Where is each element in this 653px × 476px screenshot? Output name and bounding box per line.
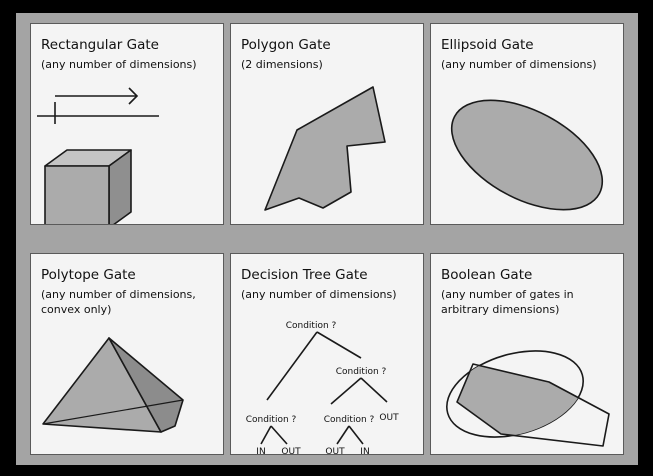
out-leaf-label: OUT xyxy=(281,447,301,455)
panel-subtitle: (2 dimensions) xyxy=(241,58,323,71)
rectangular-gate-illustration xyxy=(37,87,159,224)
panel-title: Decision Tree Gate xyxy=(241,267,368,283)
boolean-gate-panel: Boolean Gate (any number of gates in arb… xyxy=(430,253,624,455)
polytope-gate-illustration xyxy=(42,337,184,433)
ellipsoid-gate-panel: Ellipsoid Gate (any number of dimensions… xyxy=(430,23,624,225)
panel-subtitle-line: convex only) xyxy=(41,303,112,316)
out-leaf-label: OUT xyxy=(325,447,345,455)
decision-tree-illustration: Condition ? Condition ? Condition ? Cond… xyxy=(246,321,399,455)
tree-edges xyxy=(260,331,388,445)
in-leaf-label: IN xyxy=(360,447,369,455)
ellipse-shape xyxy=(450,99,604,211)
panel-title: Polytope Gate xyxy=(41,267,136,283)
cube-shape xyxy=(44,149,132,224)
panel-title: Boolean Gate xyxy=(441,267,533,283)
panel-subtitle: (any number of dimensions) xyxy=(441,58,597,71)
panel-subtitle: (any number of dimensions) xyxy=(241,288,397,301)
panel-subtitle: (any number of dimensions, convex only) xyxy=(41,287,196,317)
polygon-gate-outline xyxy=(456,363,610,447)
intersection-region xyxy=(457,364,594,446)
polygon-gate-panel: Polygon Gate (2 dimensions) xyxy=(230,23,424,225)
arrow-head xyxy=(128,87,139,105)
in-leaf-label: IN xyxy=(256,447,265,455)
tetrahedron-shape xyxy=(42,337,184,433)
middle-condition-label: Condition ? xyxy=(324,415,375,425)
figure-frame: Rectangular Gate (any number of dimensio… xyxy=(16,13,638,465)
right-condition-label: Condition ? xyxy=(336,367,387,377)
ellipsoid-gate-illustration xyxy=(450,99,604,211)
panel-subtitle-line: (any number of dimensions, xyxy=(41,288,196,301)
panel-subtitle: (any number of gates in arbitrary dimens… xyxy=(441,287,574,317)
root-condition-label: Condition ? xyxy=(286,321,337,331)
out-leaf-label: OUT xyxy=(379,413,399,423)
panel-subtitle: (any number of dimensions) xyxy=(41,58,197,71)
panel-title: Polygon Gate xyxy=(241,37,331,53)
panel-subtitle-line: (any number of gates in xyxy=(441,288,574,301)
boolean-gate-illustration xyxy=(446,350,610,447)
panel-title: Ellipsoid Gate xyxy=(441,37,534,53)
panel-subtitle-line: arbitrary dimensions) xyxy=(441,303,560,316)
polytope-gate-panel: Polytope Gate (any number of dimensions,… xyxy=(30,253,224,455)
polygon-gate-illustration xyxy=(264,86,386,211)
rectangular-gate-panel: Rectangular Gate (any number of dimensio… xyxy=(30,23,224,225)
polygon-shape xyxy=(264,86,386,211)
decision-tree-gate-panel: Decision Tree Gate (any number of dimens… xyxy=(230,253,424,455)
panel-title: Rectangular Gate xyxy=(41,37,159,53)
left-condition-label: Condition ? xyxy=(246,415,297,425)
